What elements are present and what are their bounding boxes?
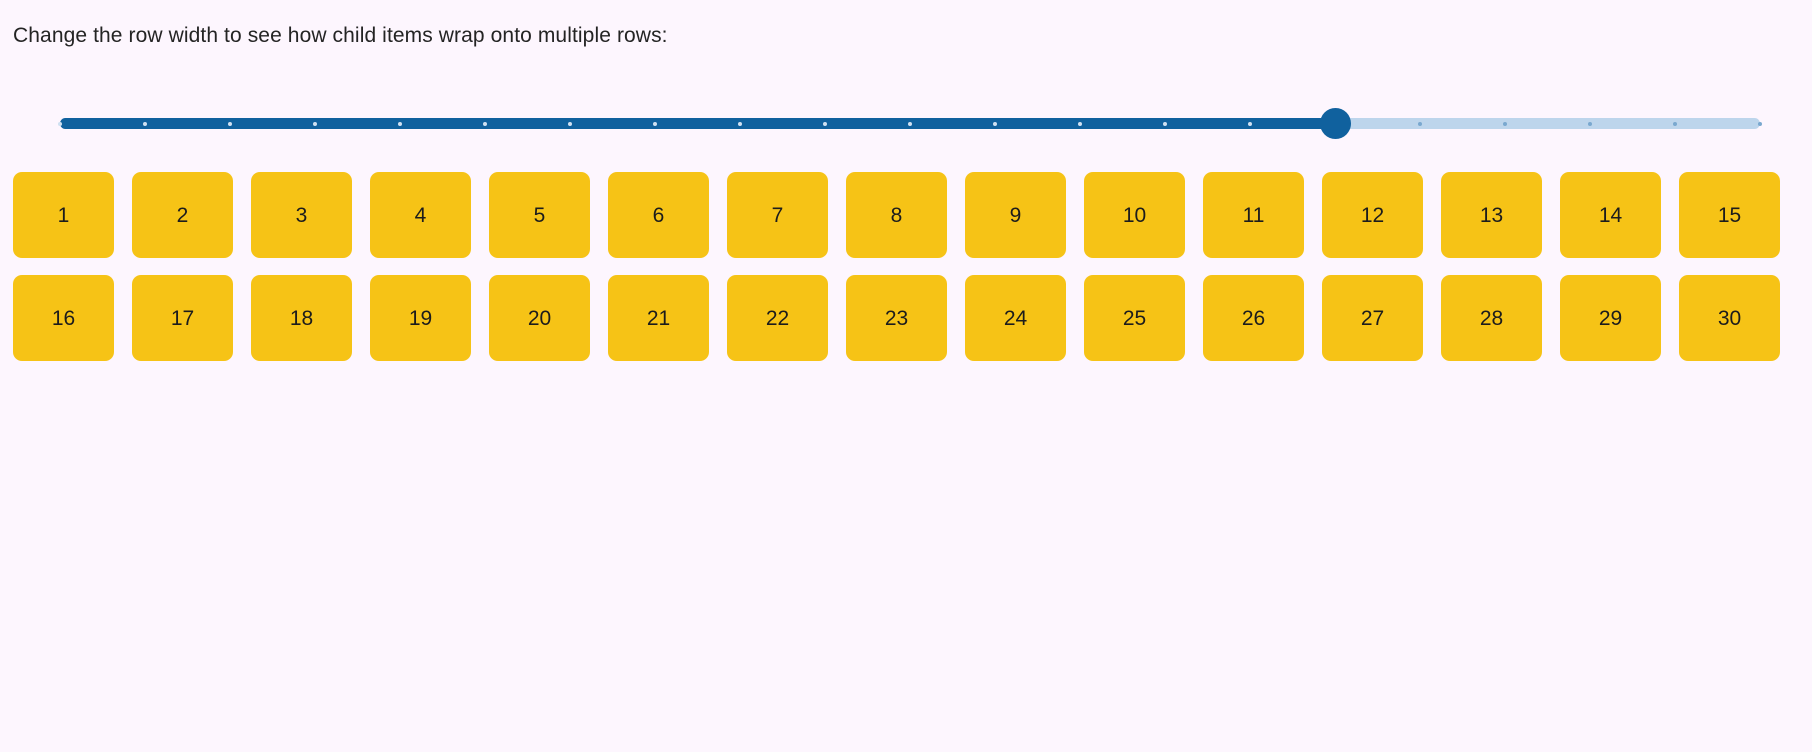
grid-item: 10	[1084, 172, 1185, 258]
grid-item: 4	[370, 172, 471, 258]
grid-item: 25	[1084, 275, 1185, 361]
grid-item: 13	[1441, 172, 1542, 258]
slider-tick	[1588, 121, 1592, 126]
slider-thumb[interactable]	[1319, 108, 1351, 139]
slider-tick	[1163, 121, 1167, 126]
grid-item: 29	[1560, 275, 1661, 361]
row-width-slider[interactable]	[58, 108, 1762, 139]
grid-item: 6	[608, 172, 709, 258]
slider-tick	[1673, 121, 1677, 126]
grid-item: 1	[13, 172, 114, 258]
slider-tick	[143, 121, 147, 126]
slider-tick	[1248, 121, 1252, 126]
slider-fill	[60, 118, 1335, 129]
grid-item: 20	[489, 275, 590, 361]
slider-tick	[1418, 121, 1422, 126]
slider-tick	[568, 121, 572, 126]
slider-tick	[1503, 121, 1507, 126]
grid-item: 11	[1203, 172, 1304, 258]
slider-tick	[908, 121, 912, 126]
slider-tick	[58, 121, 62, 126]
slider-tick	[1758, 121, 1762, 126]
grid-item: 5	[489, 172, 590, 258]
grid-item: 30	[1679, 275, 1780, 361]
grid-item: 24	[965, 275, 1066, 361]
grid-item: 8	[846, 172, 947, 258]
grid-item: 16	[13, 275, 114, 361]
grid-item: 28	[1441, 275, 1542, 361]
grid-item: 3	[251, 172, 352, 258]
grid-item: 19	[370, 275, 471, 361]
page-instruction: Change the row width to see how child it…	[13, 24, 668, 47]
slider-tick	[993, 121, 997, 126]
grid-item: 12	[1322, 172, 1423, 258]
grid-item: 21	[608, 275, 709, 361]
grid-item: 7	[727, 172, 828, 258]
slider-tick	[228, 121, 232, 126]
grid-item: 2	[132, 172, 233, 258]
grid-item: 27	[1322, 275, 1423, 361]
grid-item: 22	[727, 275, 828, 361]
grid-item: 15	[1679, 172, 1780, 258]
slider-tick	[313, 121, 317, 126]
grid-item: 18	[251, 275, 352, 361]
grid-item: 17	[132, 275, 233, 361]
slider-tick	[823, 121, 827, 126]
grid-item: 9	[965, 172, 1066, 258]
row-width-slider-container[interactable]	[58, 104, 1762, 152]
slider-tick	[1078, 121, 1082, 126]
slider-tick	[398, 121, 402, 126]
slider-tick-marks	[58, 118, 1762, 129]
slider-tick	[653, 121, 657, 126]
grid-item: 14	[1560, 172, 1661, 258]
slider-tick	[483, 121, 487, 126]
grid-item: 26	[1203, 275, 1304, 361]
grid-item: 23	[846, 275, 947, 361]
slider-tick	[738, 121, 742, 126]
